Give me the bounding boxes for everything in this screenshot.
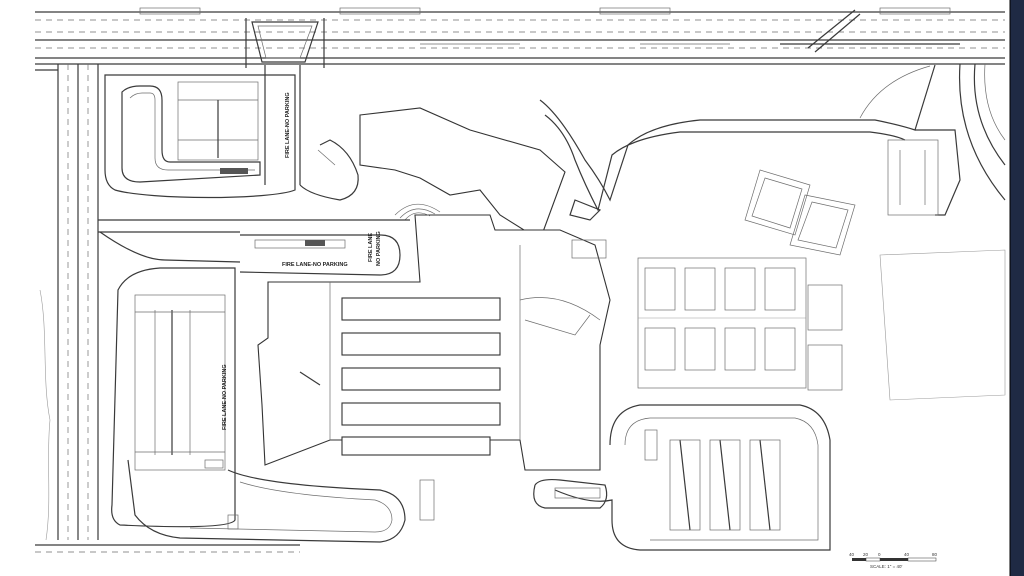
east-road	[958, 63, 1006, 201]
entrance-bridge	[245, 18, 325, 68]
scale-tick-0: 40	[849, 552, 855, 557]
frame-edge	[1010, 0, 1024, 576]
west-road	[35, 64, 300, 553]
fire-lane-label-north: FIRE LANE-NO PARKING	[285, 92, 291, 158]
scale-tick-3: 40	[904, 552, 910, 557]
southeast-parking-lot	[533, 404, 831, 551]
amphitheater	[394, 203, 441, 221]
west-parking-lot: FIRE LANE-NO PARKING	[111, 267, 236, 528]
north-fire-lane: FIRE LANE-NO PARKING	[264, 65, 359, 201]
fire-lane-label-mid: FIRE LANE-NO PARKING	[282, 262, 348, 268]
upper-fire-lane: FIRE LANE NO PARKING FIRE LANE-NO PARKIN…	[239, 231, 401, 276]
south-drive	[127, 459, 435, 543]
northeast-parking	[887, 139, 939, 216]
connector-road	[98, 219, 410, 263]
main-building	[257, 107, 611, 471]
tennis-court-grid	[637, 257, 843, 391]
no-parking-label-upper: NO PARKING	[376, 231, 382, 266]
scale-tick-2: 0	[878, 552, 881, 557]
main-road	[35, 7, 1005, 65]
fire-lane-label-upper: FIRE LANE	[368, 233, 374, 262]
north-parking-loop	[104, 74, 296, 199]
scale-tick-4: 80	[932, 552, 938, 557]
scale-tick-1: 20	[863, 552, 869, 557]
scale-bar: 40 20 0 40 80 SCALE: 1" = 40'	[849, 552, 938, 569]
scale-label: SCALE: 1" = 40'	[870, 564, 902, 569]
east-access-road	[539, 64, 961, 221]
small-courts	[744, 169, 1006, 401]
fire-lane-label-vertical: FIRE LANE-NO PARKING	[222, 364, 228, 430]
